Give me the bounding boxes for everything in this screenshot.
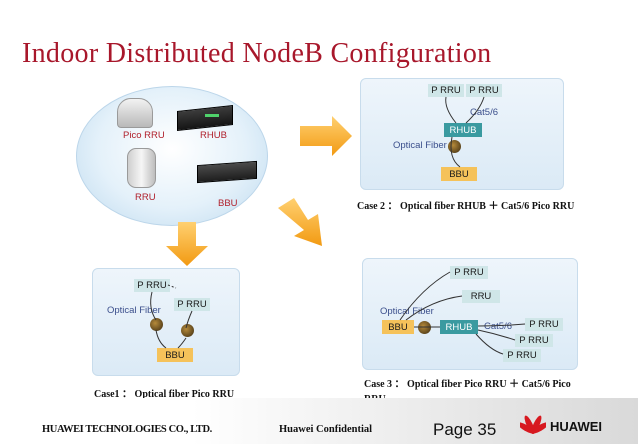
case2-cat-label: Cat5/6 bbox=[470, 107, 498, 118]
case2-bbu: BBU bbox=[441, 167, 477, 181]
huawei-logo-icon bbox=[520, 415, 546, 434]
bbu-label: BBU bbox=[218, 198, 238, 209]
case3-fiber-label: Optical Fiber bbox=[380, 306, 434, 317]
footer-bar bbox=[0, 398, 638, 444]
case1-links bbox=[150, 284, 193, 349]
case1-fiber-label: Optical Fiber bbox=[107, 305, 161, 316]
arrow-to-case1 bbox=[166, 222, 208, 266]
case3-prru-top: P RRU bbox=[450, 266, 488, 279]
case3-prru-1: P RRU bbox=[525, 318, 563, 331]
case1-caption: Case1 ： Optical fiber Pico RRU bbox=[94, 389, 235, 400]
case3-caption-line1: Case 3 ： Optical fiber Pico RRU ＋ Cat5/6… bbox=[364, 379, 571, 390]
footer-confidential: Huawei Confidential bbox=[279, 424, 373, 435]
case3-bbu: BBU bbox=[382, 320, 414, 334]
rru-label: RRU bbox=[135, 192, 156, 203]
fiber-coil-icon bbox=[150, 318, 163, 331]
case3-prru-2: P RRU bbox=[515, 334, 553, 347]
arrow-to-case3 bbox=[278, 198, 322, 246]
footer-brand: HUAWEI bbox=[550, 419, 602, 434]
case1-prru-b: P RRU bbox=[174, 298, 210, 311]
arrow-to-case2 bbox=[300, 116, 352, 156]
fiber-coil-icon bbox=[181, 324, 194, 337]
case1-prru-a: P RRU bbox=[134, 279, 170, 292]
case3-rhub: RHUB bbox=[440, 320, 478, 334]
case2-rhub: RHUB bbox=[444, 123, 482, 137]
rhub-led-icon bbox=[205, 114, 219, 117]
case1-bbu: BBU bbox=[157, 348, 193, 362]
pico-rru-label: Pico RRU bbox=[123, 130, 165, 141]
case2-prru-b: P RRU bbox=[466, 84, 502, 97]
case2-prru-a: P RRU bbox=[428, 84, 464, 97]
page-number: Page 35 bbox=[433, 420, 497, 439]
case2-caption: Case 2 ： Optical fiber RHUB ＋ Cat5/6 Pic… bbox=[357, 201, 575, 212]
page-title: Indoor Distributed NodeB Configuration bbox=[22, 38, 492, 69]
device-overview bbox=[76, 86, 268, 226]
rru-image bbox=[127, 148, 156, 188]
case3-cat-label: Cat5/6 bbox=[484, 321, 512, 332]
case3-links bbox=[399, 271, 526, 355]
footer-company: HUAWEI TECHNOLOGIES CO., LTD. bbox=[42, 424, 212, 435]
case3-rru: RRU bbox=[462, 290, 500, 303]
rhub-label: RHUB bbox=[200, 130, 227, 141]
case3-prru-3: P RRU bbox=[503, 349, 541, 362]
case2-links bbox=[445, 96, 485, 168]
case2-fiber-label: Optical Fiber bbox=[393, 140, 447, 151]
pico-rru-image bbox=[117, 98, 153, 128]
